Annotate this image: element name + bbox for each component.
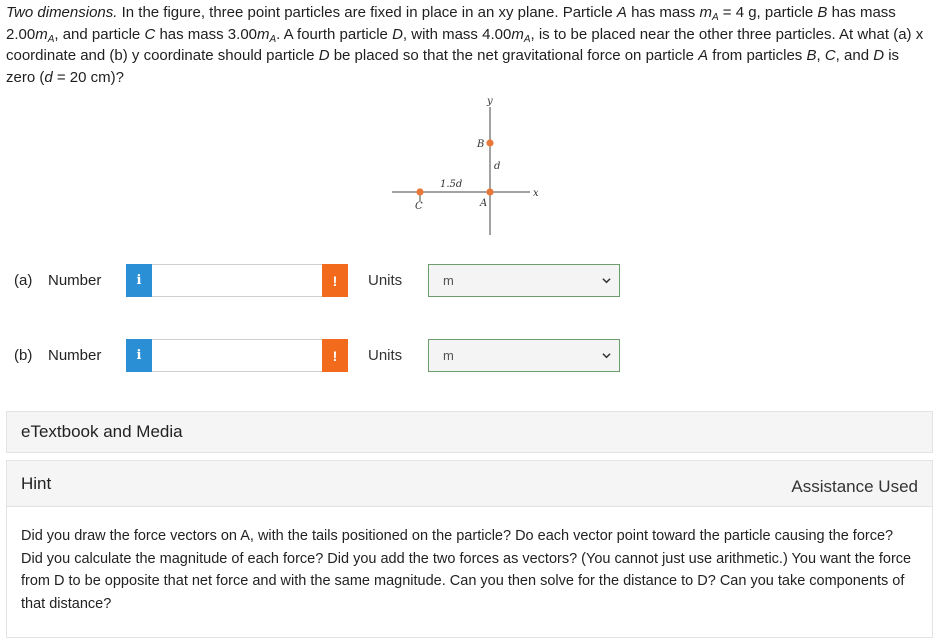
problem-text: from particles (708, 47, 807, 64)
label-x: x (533, 188, 539, 199)
units-selected-value: m (443, 348, 454, 363)
var-d: D (392, 25, 403, 43)
problem-text: , is to be placed near the other three p… (6, 25, 924, 65)
chevron-down-icon (602, 353, 611, 359)
hint-title: Hint (21, 473, 52, 493)
etextbook-label: eTextbook and Media (21, 422, 183, 441)
problem-text: , and (835, 47, 874, 64)
number-label: Number (48, 272, 102, 289)
problem-text: has mass (626, 4, 700, 21)
part-b-units-select[interactable]: m (428, 339, 620, 372)
var-d: D (873, 47, 885, 64)
label-1-5d: 1.5d (440, 179, 462, 190)
part-a-label: (a) (14, 272, 33, 289)
units-selected-value: m (443, 273, 454, 288)
part-b-label: (b) (14, 347, 33, 364)
label-a: A (479, 198, 487, 209)
figure-svg: y x B d 1.5d A C (392, 96, 539, 235)
problem-text: . A fourth particle (276, 25, 393, 43)
sub-a: A (269, 33, 277, 45)
problem-text: has mass 3.00 (155, 25, 257, 43)
particle-figure: y x B d 1.5d A C (380, 95, 560, 240)
part-a-number-input[interactable] (152, 264, 322, 297)
problem-statement: Two dimensions. In the figure, three poi… (6, 2, 931, 88)
particle-b (486, 139, 494, 147)
var-d: D (318, 47, 330, 64)
label-c: C (415, 201, 423, 212)
problem-text: , and particle (54, 25, 145, 43)
var-b: B (806, 47, 817, 64)
problem-text: In the figure, three point particles are… (117, 4, 617, 21)
hint-header[interactable]: Hint Assistance Used (7, 461, 932, 507)
units-label: Units (368, 272, 403, 289)
info-button[interactable]: i (126, 264, 152, 297)
hint-body: Did you draw the force vectors on A, wit… (21, 528, 912, 612)
part-a-row: (a) Number i ! Units m (14, 264, 620, 297)
var-c: C (144, 25, 156, 43)
var-c: C (824, 47, 836, 64)
var-b: B (817, 4, 828, 21)
chevron-down-icon (602, 278, 611, 284)
problem-text: = 4 g, particle (718, 4, 818, 21)
warning-button[interactable]: ! (322, 339, 348, 372)
var-small-d: d (44, 68, 53, 86)
var-a: A (616, 4, 627, 21)
number-label: Number (48, 347, 102, 364)
var-m: m (699, 4, 712, 21)
var-m: m (35, 25, 48, 43)
units-label: Units (368, 347, 403, 364)
sub-a: A (711, 12, 719, 23)
part-b-row: (b) Number i ! Units m (14, 339, 620, 372)
label-y: y (486, 96, 493, 107)
var-a: A (698, 47, 709, 64)
label-d: d (494, 161, 500, 172)
particle-a (486, 188, 494, 196)
problem-text: , with mass 4.00 (402, 25, 512, 43)
part-b-number-input[interactable] (152, 339, 322, 372)
sub-a: A (47, 33, 55, 45)
sub-a: A (523, 33, 531, 45)
particle-c (416, 188, 424, 196)
var-m: m (511, 25, 524, 43)
part-a-units-select[interactable]: m (428, 264, 620, 297)
assistance-used-label: Assistance Used (791, 476, 918, 496)
problem-text: has mass 2.00 (6, 4, 896, 43)
warning-button[interactable]: ! (322, 264, 348, 297)
label-b: B (476, 139, 484, 150)
problem-text: , (816, 47, 825, 64)
problem-text: is zero ( (6, 47, 900, 86)
hint-panel: Hint Assistance Used Did you draw the fo… (6, 460, 933, 638)
etextbook-panel[interactable]: eTextbook and Media (6, 411, 933, 453)
problem-intro-label: Two dimensions. (6, 4, 118, 21)
info-button[interactable]: i (126, 339, 152, 372)
var-m: m (257, 25, 270, 43)
problem-text: = 20 cm)? (52, 68, 124, 86)
problem-text: be placed so that the net gravitational … (329, 47, 699, 64)
